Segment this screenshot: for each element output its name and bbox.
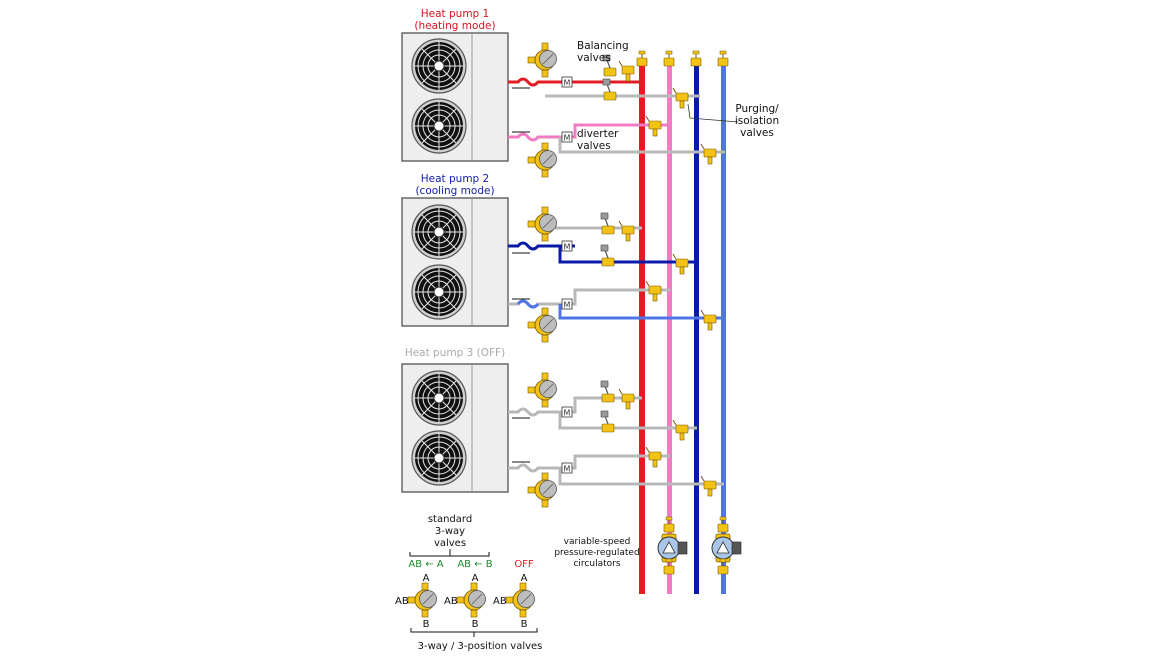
legend-v1-port-a: A xyxy=(423,573,430,584)
legend-title-1: standard xyxy=(428,514,472,525)
hot-supply-pipe xyxy=(639,64,645,594)
diverter-label-2: valves xyxy=(577,140,611,152)
hp2-title-line1: Heat pump 2 xyxy=(421,173,489,185)
warm-return-pipe xyxy=(667,64,672,594)
purging-label-1: Purging/ xyxy=(735,103,779,115)
legend-v1-label: AB ← A xyxy=(408,559,443,570)
legend-v1-port-b: B xyxy=(423,619,430,630)
hp1-title-line1: Heat pump 1 xyxy=(421,8,489,20)
legend-v1-port-ab: AB xyxy=(395,596,409,607)
hp2-title-line2: (cooling mode) xyxy=(415,185,494,197)
hp3-title: Heat pump 3 (OFF) xyxy=(405,347,505,359)
heat-pump-3 xyxy=(401,363,724,508)
cool-return-pipe xyxy=(721,64,726,594)
circulator-label-2: pressure-regulated xyxy=(554,548,639,558)
diverter-label-1: diverter xyxy=(577,128,619,140)
purging-label-3: valves xyxy=(740,127,774,139)
legend-v3-port-a: A xyxy=(521,573,528,584)
legend-v3-port-b: B xyxy=(521,619,528,630)
hp1-title-line2: (heating mode) xyxy=(414,20,495,32)
purging-label-2: isolation xyxy=(735,115,779,127)
circulator-label-3: circulators xyxy=(573,559,620,569)
legend-v2-port-a: A xyxy=(472,573,479,584)
legend-title-2: 3-way xyxy=(435,526,465,537)
heat-pump-2 xyxy=(401,197,724,343)
heat-pump-1 xyxy=(401,32,725,178)
cold-supply-pipe xyxy=(694,64,699,594)
legend-v2-port-b: B xyxy=(472,619,479,630)
valve-legend: standard 3-way valves AB ← A AB ← B OFF … xyxy=(395,514,542,652)
balancing-label-1: Balancing xyxy=(577,40,629,52)
legend-v3-port-ab: AB xyxy=(493,596,507,607)
legend-v2-port-ab: AB xyxy=(444,596,458,607)
header-pipes xyxy=(636,50,729,594)
legend-bottom-label: 3-way / 3-position valves xyxy=(418,641,543,652)
balancing-label-2: valves xyxy=(577,52,611,64)
legend-title-3: valves xyxy=(434,538,466,549)
circulator-label-1: variable-speed xyxy=(564,537,631,547)
legend-v2-label: AB ← B xyxy=(457,559,492,570)
legend-v3-label: OFF xyxy=(514,559,534,570)
